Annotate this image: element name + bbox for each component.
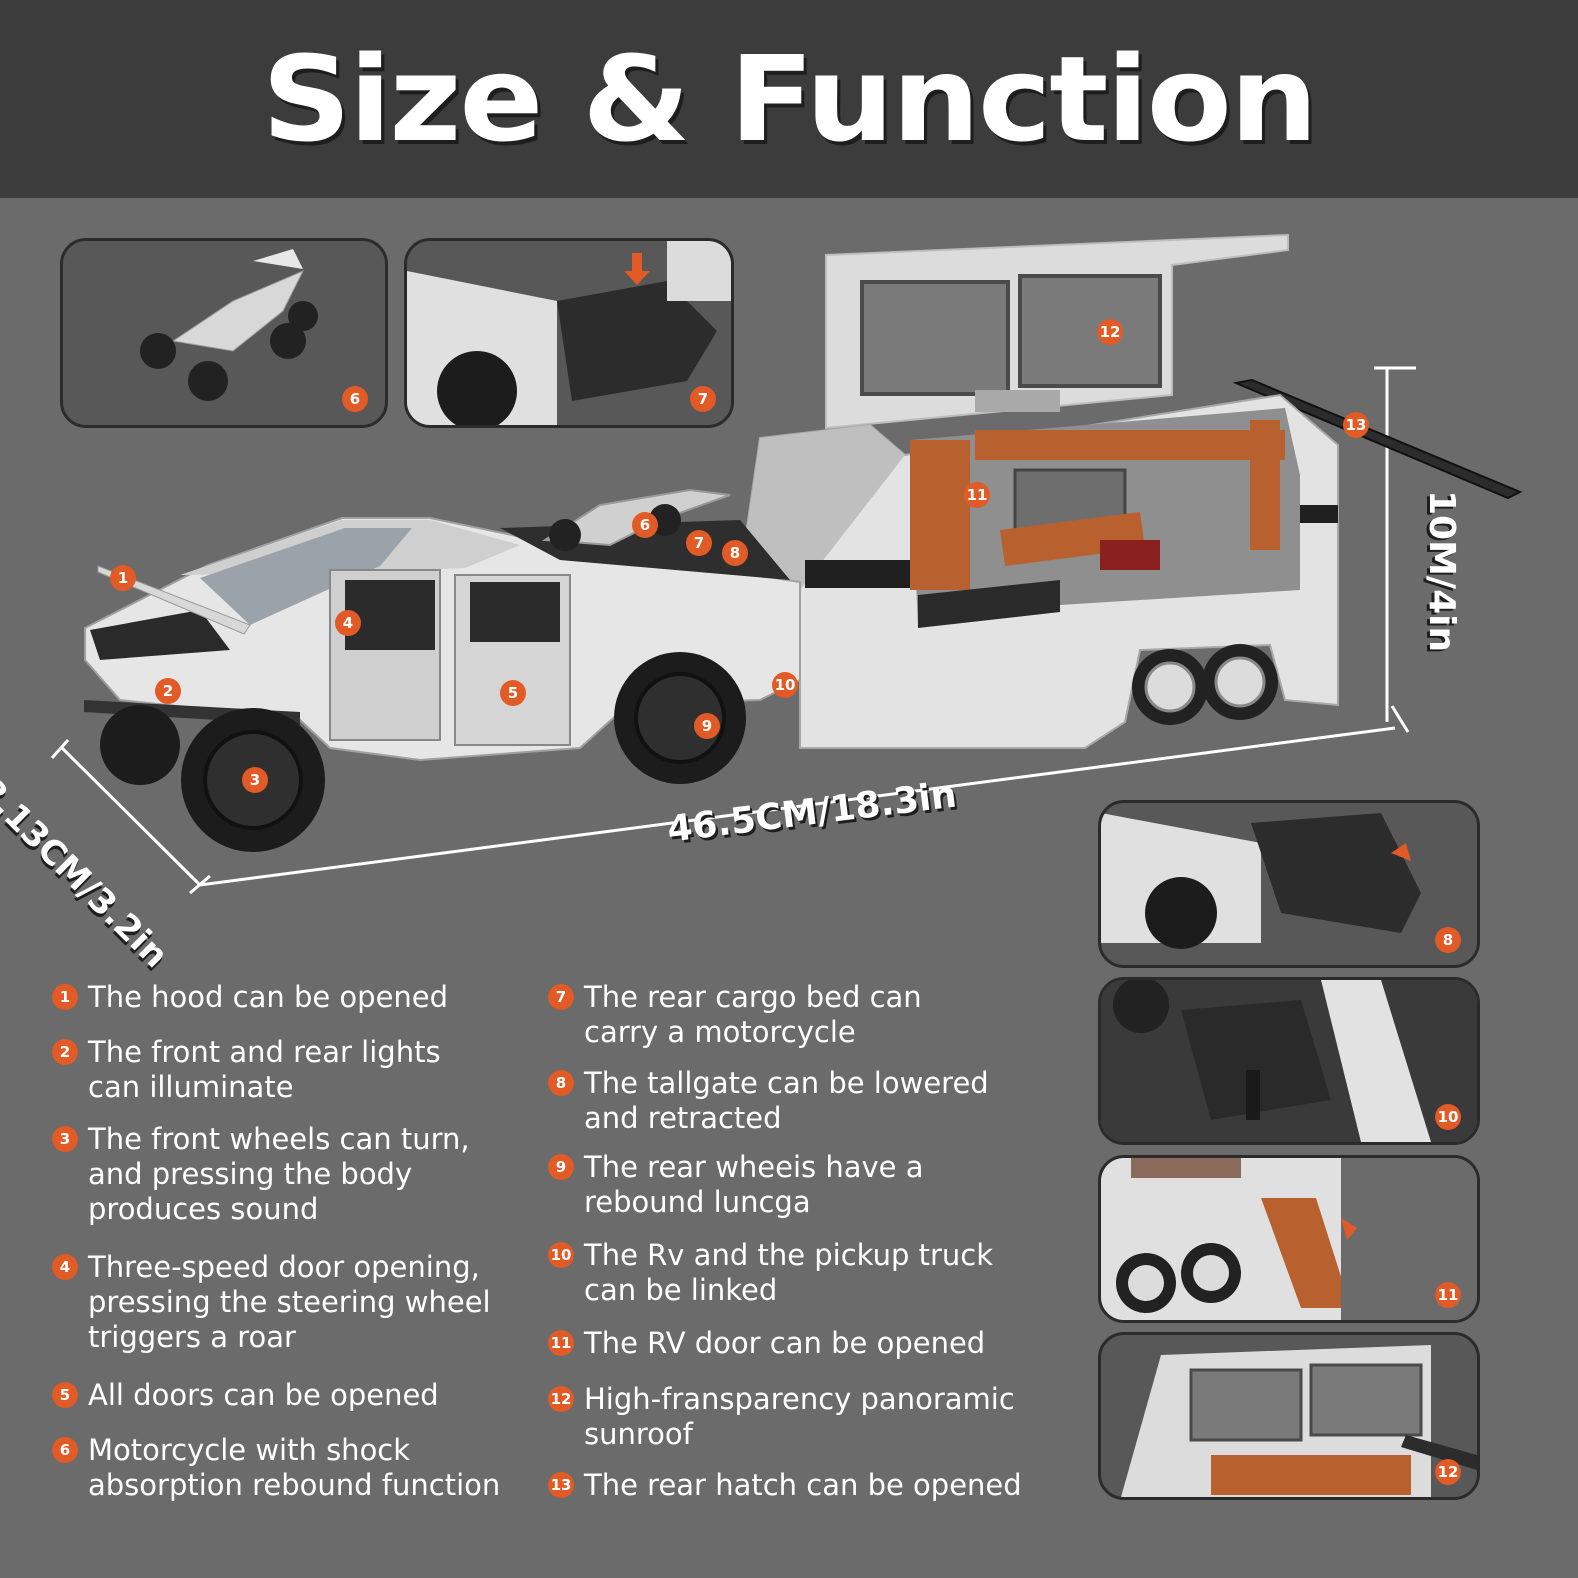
feature-item: 9 The rear wheeis have a rebound luncga <box>548 1150 924 1220</box>
feature-number: 3 <box>52 1126 78 1152</box>
rv-sunroof-panel <box>825 233 1289 430</box>
feature-text: The hood can be opened <box>88 980 449 1014</box>
thumbnail-badge: 12 <box>1435 1459 1461 1485</box>
feature-item: 2 The front and rear lights can illumina… <box>52 1035 441 1105</box>
callout-badge: 13 <box>1343 412 1369 438</box>
feature-item: 4 Three-speed door opening, pressing the… <box>52 1250 491 1355</box>
feature-number: 9 <box>548 1154 574 1180</box>
width-end-tick <box>189 874 211 895</box>
feature-number: 6 <box>52 1437 78 1463</box>
feature-text: The front wheels can turn, and pressing … <box>88 1122 470 1226</box>
feature-item: 6 Motorcycle with shock absorption rebou… <box>52 1433 500 1503</box>
thumbnail-badge: 11 <box>1435 1282 1461 1308</box>
tailgate-photo <box>1101 813 1421 949</box>
feature-item: 10 The Rv and the pickup truck can be li… <box>548 1238 993 1308</box>
rv-door-photo <box>1101 1158 1477 1320</box>
width-start-tick <box>50 739 70 759</box>
feature-text: The front and rear lights can illuminate <box>88 1035 441 1104</box>
thumbnail-hitch: 10 <box>1098 977 1480 1145</box>
callout-badge: 3 <box>242 767 268 793</box>
thumbnail-badge: 10 <box>1435 1104 1461 1130</box>
feature-number: 13 <box>548 1472 574 1498</box>
callout-badge: 9 <box>694 713 720 739</box>
callout-badge: 2 <box>155 678 181 704</box>
cargo-bed-photo <box>407 241 731 425</box>
feature-text: High-fransparency panoramic sunroof <box>584 1382 1015 1451</box>
feature-item: 12 High-fransparency panoramic sunroof <box>548 1382 1015 1452</box>
feature-text: Three-speed door opening, pressing the s… <box>88 1250 491 1354</box>
sunroof-photo <box>1121 1345 1477 1497</box>
feature-text: All doors can be opened <box>88 1378 439 1412</box>
feature-text: Motorcycle with shock absorption rebound… <box>88 1433 501 1502</box>
motorcycle-photo <box>140 249 318 401</box>
length-dimension-line <box>199 726 1396 887</box>
truck-wheels <box>100 652 746 852</box>
feature-number: 2 <box>52 1039 78 1065</box>
rv-trailer-body <box>738 393 1339 749</box>
callout-badge: 1 <box>110 565 136 591</box>
arrow-down-icon <box>624 253 650 285</box>
feature-item: 13 The rear hatch can be opened <box>548 1468 1022 1503</box>
thumbnail-cargo-bed: 7 <box>404 238 734 428</box>
feature-number: 11 <box>548 1330 574 1356</box>
width-dimension-line <box>60 746 202 887</box>
callout-badge: 11 <box>964 482 990 508</box>
callout-badge: 10 <box>772 672 798 698</box>
callout-badge: 4 <box>335 610 361 636</box>
feature-text: The Rv and the pickup truck can be linke… <box>584 1238 994 1307</box>
feature-text: The tallgate can be lowered and retracte… <box>584 1066 989 1135</box>
feature-number: 7 <box>548 984 574 1010</box>
feature-item: 8 The tallgate can be lowered and retrac… <box>548 1066 989 1136</box>
header-bar: Size & Function <box>0 0 1578 198</box>
callout-badge: 5 <box>500 680 526 706</box>
length-end-tick <box>1390 705 1410 733</box>
callout-badge: 8 <box>722 540 748 566</box>
callout-badge: 6 <box>632 512 658 538</box>
feature-number: 12 <box>548 1386 574 1412</box>
feature-text: The RV door can be opened <box>584 1326 986 1360</box>
thumbnail-rv-door: 11 <box>1098 1155 1480 1323</box>
feature-item: 3 The front wheels can turn, and pressin… <box>52 1122 470 1227</box>
feature-item: 1 The hood can be opened <box>52 980 448 1015</box>
thumbnail-motorcycle: 6 <box>60 238 388 428</box>
height-label: 10M/4in <box>1421 490 1462 653</box>
thumbnail-tailgate: 8 <box>1098 800 1480 968</box>
page-title: Size & Function <box>261 30 1318 168</box>
feature-text: The rear cargo bed can carry a motorcycl… <box>584 980 922 1049</box>
thumbnail-badge: 6 <box>342 386 368 412</box>
arrow-icon <box>1391 843 1411 861</box>
rear-hatch <box>1232 378 1523 500</box>
hitch-photo <box>1101 980 1477 1142</box>
product-illustration <box>50 233 1523 895</box>
feature-number: 4 <box>52 1254 78 1280</box>
feature-number: 10 <box>548 1242 574 1268</box>
feature-text: The rear wheeis have a rebound luncga <box>584 1150 924 1219</box>
feature-number: 1 <box>52 984 78 1010</box>
feature-text: The rear hatch can be opened <box>584 1468 1022 1502</box>
thumbnail-sunroof: 12 <box>1098 1332 1480 1500</box>
feature-item: 7 The rear cargo bed can carry a motorcy… <box>548 980 922 1050</box>
thumbnail-badge: 7 <box>690 386 716 412</box>
arrow-icon <box>1341 1218 1357 1240</box>
rv-wheels <box>1132 644 1278 725</box>
feature-number: 5 <box>52 1382 78 1408</box>
callout-badge: 7 <box>686 530 712 556</box>
feature-item: 5 All doors can be opened <box>52 1378 439 1413</box>
feature-number: 8 <box>548 1070 574 1096</box>
feature-item: 11 The RV door can be opened <box>548 1326 985 1361</box>
callout-badge: 12 <box>1097 319 1123 345</box>
thumbnail-badge: 8 <box>1435 927 1461 953</box>
